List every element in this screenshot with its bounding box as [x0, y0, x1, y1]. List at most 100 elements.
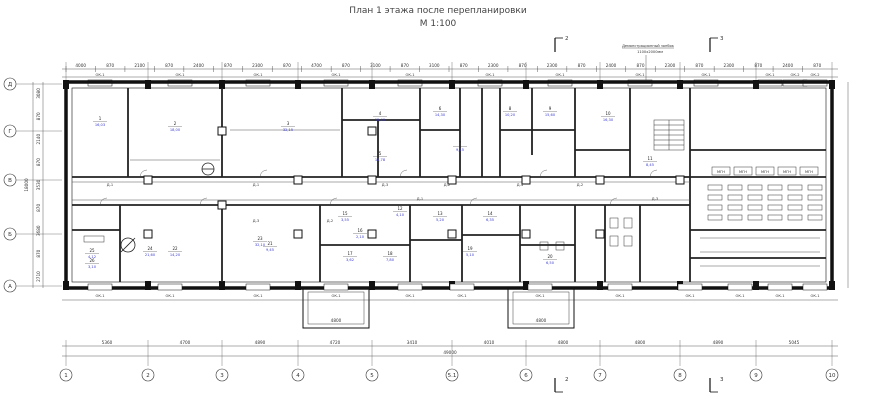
room-number: 24	[147, 246, 153, 251]
door-mark: Д-3	[652, 197, 658, 201]
secondary-lines	[72, 129, 690, 201]
section-mark-top-left: 2	[554, 36, 569, 52]
wall-pier	[523, 281, 529, 290]
room-number: 23	[257, 236, 263, 241]
top-window-mark: ОК-2	[811, 73, 820, 77]
column-axis-label: 3	[220, 373, 224, 379]
column-pillar	[367, 229, 377, 239]
bottom-window-mark: ОК-1	[406, 294, 415, 298]
desk	[707, 204, 723, 211]
desk	[807, 194, 823, 201]
bottom-window-mark: ОК-1	[811, 294, 820, 298]
bottom-window-mark: ОК-1	[332, 294, 341, 298]
top-window-mark: ОК-1	[254, 73, 263, 77]
top-dim-label: 2300	[724, 63, 735, 68]
column-axis-label: 7	[598, 373, 602, 379]
door-swing	[399, 169, 408, 178]
room-area: 4,10	[396, 213, 405, 217]
section-mark-bottom-left: 2	[554, 377, 569, 393]
desk	[807, 204, 823, 211]
overall-width: 18000	[24, 178, 29, 192]
cabinet	[733, 166, 753, 176]
room-area: 3,55	[341, 218, 349, 222]
sanitary-fixtures	[83, 217, 633, 251]
top-dim-label: 870	[813, 63, 821, 68]
bottom-dim-label: 4800	[558, 340, 569, 345]
desk	[747, 184, 763, 191]
column-pillar	[217, 200, 227, 210]
bottom-dim-label: 4010	[484, 340, 495, 345]
room-area: 32,10	[255, 243, 266, 247]
desk	[727, 194, 743, 201]
top-dim-label: 870	[519, 63, 527, 68]
column-axis-bubble	[593, 368, 607, 382]
svg-text:2: 2	[565, 36, 569, 42]
cabinet-label: МГН	[739, 170, 747, 174]
room-area: 5,10	[466, 253, 475, 257]
top-window-mark: ОК-1	[332, 73, 341, 77]
room-area: 3,10	[88, 265, 97, 269]
desk	[807, 214, 823, 221]
room-area: 7,80	[386, 258, 395, 262]
desk	[767, 184, 783, 191]
door-swing	[329, 197, 338, 206]
left-dim-label: 2140	[36, 134, 41, 145]
window-bottom	[449, 283, 475, 291]
top-dim-label: 870	[342, 63, 350, 68]
room-number: 22	[172, 246, 178, 251]
room-number: 25	[89, 248, 95, 253]
structural-columns	[143, 126, 685, 239]
top-dim-label: 870	[106, 63, 114, 68]
bottom-dim-label: 4890	[713, 340, 724, 345]
door-mark: Д-2	[444, 183, 450, 187]
bottom-window-mark: ОК-1	[736, 294, 745, 298]
room-number: 12	[397, 206, 403, 211]
window-bottom	[677, 283, 703, 291]
row-axis-label: Г	[8, 129, 12, 135]
window-bottom	[607, 283, 633, 291]
room-number: 2	[174, 121, 177, 126]
left-dim-label: 870	[36, 249, 41, 257]
column-pillar	[143, 175, 153, 185]
top-dim-label: 3100	[370, 63, 381, 68]
section-mark-bottom-right: 3	[709, 377, 724, 393]
top-dim-label: 870	[165, 63, 173, 68]
row-axis-label: В	[8, 178, 12, 184]
wall-pier	[369, 281, 375, 290]
room-area: 32,15	[283, 128, 293, 132]
room-number: 5	[379, 151, 382, 156]
porch-dim-right: 4800	[536, 318, 547, 323]
door-swings	[99, 169, 658, 206]
door-mark: Д-2	[327, 219, 333, 223]
room-area: 10,20	[505, 113, 516, 117]
desk	[767, 214, 783, 221]
room-area: 14,20	[170, 253, 181, 257]
left-dim-label: 3680	[36, 225, 41, 236]
top-dim-label: 870	[695, 63, 703, 68]
wall-pier	[523, 80, 529, 89]
svg-text:3: 3	[720, 377, 724, 383]
cabinet-label: МГН	[761, 170, 769, 174]
room-number: 6	[439, 106, 442, 111]
bottom-dim-label: 4800	[635, 340, 646, 345]
column-pillar	[595, 229, 605, 239]
column-axis-bubble	[215, 368, 229, 382]
column-pillar	[447, 229, 457, 239]
window-bottom	[245, 283, 271, 291]
column-axis-bubble	[825, 368, 839, 382]
top-window-mark: ОК-1	[702, 73, 711, 77]
wall-pier	[219, 80, 225, 89]
door-swing	[139, 169, 148, 178]
desk	[727, 184, 743, 191]
wall-pier	[145, 80, 151, 89]
column-axis-label: 6	[524, 373, 528, 379]
plan-scale: М 1:100	[420, 19, 457, 29]
room-number: 9	[549, 106, 552, 111]
door-swing	[259, 169, 268, 178]
column-axis-bubble	[749, 368, 763, 382]
